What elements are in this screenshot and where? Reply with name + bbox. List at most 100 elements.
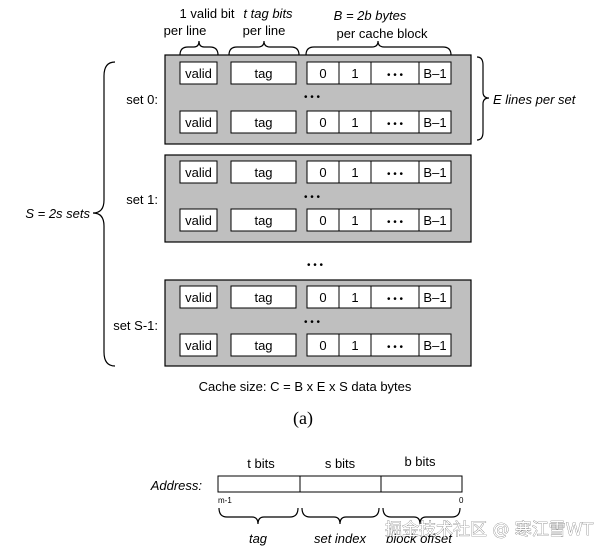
valid-field-label: valid xyxy=(185,115,212,130)
byte-last-label: B–1 xyxy=(423,66,446,81)
valid-field-label: valid xyxy=(185,213,212,228)
byte-1-label: 1 xyxy=(351,338,358,353)
byte-0-label: 0 xyxy=(319,338,326,353)
address-bar xyxy=(217,475,463,493)
byte-1-label: 1 xyxy=(351,165,358,180)
byte-dots: • • • xyxy=(387,217,404,228)
b-bits-label: b bits xyxy=(404,454,436,469)
data-block xyxy=(306,160,452,184)
valid-field xyxy=(179,333,218,357)
data-block xyxy=(306,333,452,357)
data-block xyxy=(306,285,452,309)
byte-1-label: 1 xyxy=(351,115,358,130)
byte-0-label: 0 xyxy=(319,115,326,130)
tag-field xyxy=(230,285,297,309)
line-ellipsis: • • • xyxy=(304,317,321,328)
byte-dots: • • • xyxy=(387,119,404,130)
valid-field xyxy=(179,160,218,184)
valid-bits-brace xyxy=(179,40,219,56)
block-bytes-label: B = 2b bytes xyxy=(334,8,407,23)
figure-caption: (a) xyxy=(293,408,313,429)
tag-field-label: tag xyxy=(254,338,272,353)
s-bits-label: s bits xyxy=(325,456,356,471)
byte-1-label: 1 xyxy=(351,213,358,228)
byte-dots: • • • xyxy=(387,342,404,353)
tag-field xyxy=(230,333,297,357)
lines-per-set-brace xyxy=(476,56,490,141)
data-block xyxy=(306,110,452,134)
byte-dots: • • • xyxy=(387,169,404,180)
valid-bits-sublabel: per line xyxy=(164,23,207,38)
byte-0-label: 0 xyxy=(319,213,326,228)
tag-field-label: tag xyxy=(254,115,272,130)
tag-caption: tag xyxy=(249,531,268,546)
data-block xyxy=(306,61,452,85)
cache-line: valid tag 0 1 • • • B–1 xyxy=(179,110,452,134)
valid-bits-label: 1 valid bit xyxy=(180,6,235,21)
byte-last-label: B–1 xyxy=(423,338,446,353)
valid-field xyxy=(179,61,218,85)
set-1-label: set 1: xyxy=(126,192,158,207)
set-s-minus-1-label: set S-1: xyxy=(113,318,158,333)
num-sets-label: S = 2s sets xyxy=(25,206,90,221)
cache-line: valid tag 0 1 • • • B–1 xyxy=(179,61,452,85)
lines-per-set-label: E lines per set xyxy=(493,92,577,107)
byte-0-label: 0 xyxy=(319,66,326,81)
tag-brace xyxy=(218,507,299,525)
tag-field xyxy=(230,110,297,134)
byte-1-label: 1 xyxy=(351,290,358,305)
tag-field-label: tag xyxy=(254,213,272,228)
address-format: Address: t bits s bits b bits m-1 0 tag … xyxy=(150,454,464,546)
t-bits-label: t bits xyxy=(247,456,275,471)
tag-field xyxy=(230,160,297,184)
valid-field xyxy=(179,208,218,232)
valid-field-label: valid xyxy=(185,66,212,81)
byte-0-label: 0 xyxy=(319,165,326,180)
cache-line: valid tag 0 1 • • • B–1 xyxy=(179,333,452,357)
cache-size-formula: Cache size: C = B x E x S data bytes xyxy=(199,379,412,394)
cache-line: valid tag 0 1 • • • B–1 xyxy=(179,160,452,184)
valid-field-label: valid xyxy=(185,338,212,353)
block-offset-brace xyxy=(382,507,461,525)
set-0-label: set 0: xyxy=(126,92,158,107)
num-sets-brace xyxy=(92,61,116,367)
line-ellipsis: • • • xyxy=(304,92,321,103)
tag-field-label: tag xyxy=(254,165,272,180)
cache-line: valid tag 0 1 • • • B–1 xyxy=(179,208,452,232)
block-bytes-brace xyxy=(305,40,452,56)
byte-dots: • • • xyxy=(387,294,404,305)
set-0: set 0: valid tag 0 1 • • • B–1 • • • val… xyxy=(126,54,472,145)
tag-field xyxy=(230,61,297,85)
watermark: 掘金技术社区 @ 寒江雪WT xyxy=(385,520,594,540)
byte-last-label: B–1 xyxy=(423,115,446,130)
tag-field-label: tag xyxy=(254,66,272,81)
byte-1-label: 1 xyxy=(351,66,358,81)
byte-last-label: B–1 xyxy=(423,213,446,228)
tag-field-label: tag xyxy=(254,290,272,305)
msb-label: m-1 xyxy=(218,496,232,505)
byte-0-label: 0 xyxy=(319,290,326,305)
byte-dots: • • • xyxy=(387,70,404,81)
byte-last-label: B–1 xyxy=(423,290,446,305)
set-index-caption: set index xyxy=(314,531,367,546)
address-label: Address: xyxy=(150,478,203,493)
set-s-minus-1: set S-1: valid tag 0 1 • • • B–1 • • • v… xyxy=(113,279,472,367)
tag-bits-sublabel: per line xyxy=(243,23,286,38)
sets-ellipsis: • • • xyxy=(307,260,324,271)
tag-bits-label: t tag bits xyxy=(243,6,293,21)
block-bytes-sublabel: per cache block xyxy=(336,26,428,41)
tag-field xyxy=(230,208,297,232)
valid-field xyxy=(179,110,218,134)
set-1: set 1: valid tag 0 1 • • • B–1 • • • val… xyxy=(126,154,472,243)
lsb-label: 0 xyxy=(459,496,464,505)
data-block xyxy=(306,208,452,232)
valid-field-label: valid xyxy=(185,165,212,180)
tag-bits-brace xyxy=(228,40,300,56)
line-ellipsis: • • • xyxy=(304,192,321,203)
cache-line: valid tag 0 1 • • • B–1 xyxy=(179,285,452,309)
byte-last-label: B–1 xyxy=(423,165,446,180)
block-offset-caption: block offset xyxy=(386,531,453,546)
valid-field-label: valid xyxy=(185,290,212,305)
valid-field xyxy=(179,285,218,309)
